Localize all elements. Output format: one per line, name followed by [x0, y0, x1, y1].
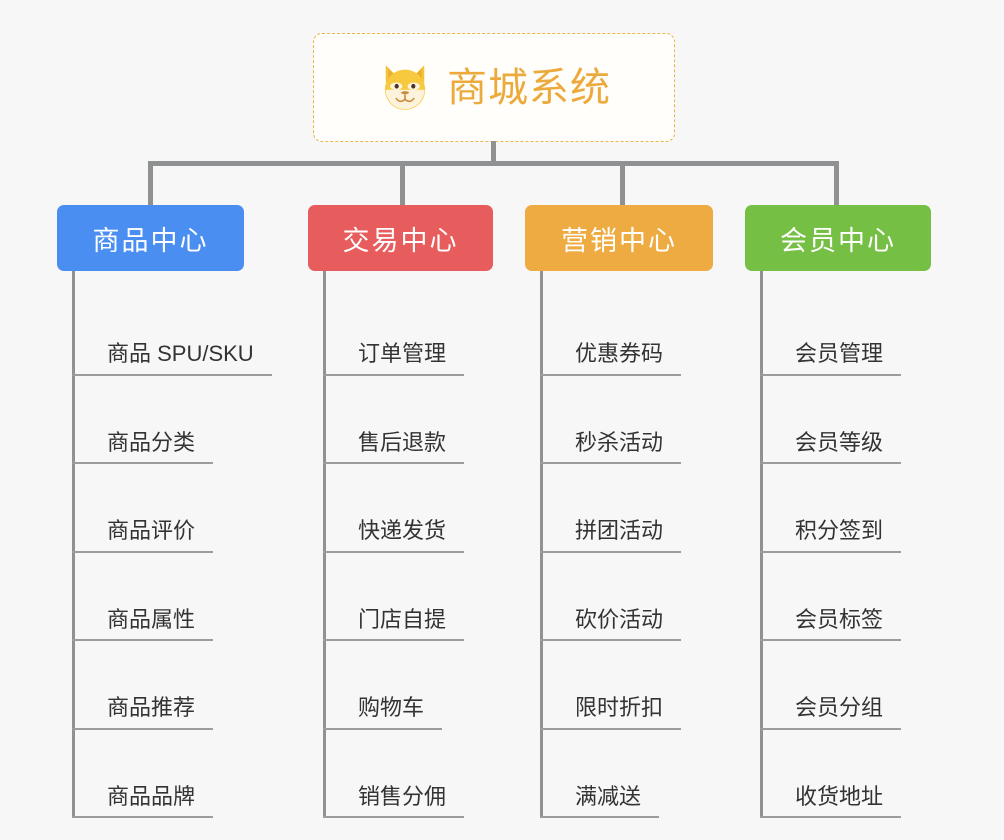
leaf-item-label: 满减送	[540, 784, 660, 818]
connector-drop-branch-3	[834, 161, 839, 205]
leaf-item-label: 积分签到	[760, 519, 902, 553]
connector-trunk-0	[72, 271, 75, 818]
connector-drop-branch-2	[620, 161, 625, 205]
branch-column-3: 会员中心会员管理会员等级积分签到会员标签会员分组收货地址	[745, 205, 931, 818]
leaf-item-label: 会员标签	[760, 607, 902, 641]
leaf-item[interactable]: 购物车	[323, 641, 493, 730]
leaf-item-label: 拼团活动	[540, 519, 682, 553]
leaf-item-label: 会员等级	[760, 430, 902, 464]
leaf-item[interactable]: 会员标签	[760, 553, 931, 641]
branch-header-0[interactable]: 商品中心	[57, 205, 244, 271]
branch-header-1[interactable]: 交易中心	[308, 205, 493, 271]
leaf-item[interactable]: 销售分佣	[323, 730, 493, 818]
leaf-item-label: 订单管理	[323, 342, 465, 376]
leaf-item-label: 售后退款	[323, 430, 465, 464]
leaf-item-label: 商品品牌	[72, 784, 214, 818]
leaf-item[interactable]: 会员分组	[760, 641, 931, 730]
leaf-item[interactable]: 门店自提	[323, 553, 493, 641]
leaf-item[interactable]: 商品推荐	[72, 641, 272, 730]
branch-items-2: 优惠券码秒杀活动拼团活动砍价活动限时折扣满减送	[525, 271, 713, 818]
leaf-item[interactable]: 积分签到	[760, 464, 931, 553]
leaf-item-label: 会员分组	[760, 696, 902, 730]
leaf-item-label: 秒杀活动	[540, 430, 682, 464]
leaf-item[interactable]: 优惠券码	[540, 287, 713, 376]
connector-trunk-1	[323, 271, 326, 818]
leaf-item[interactable]: 订单管理	[323, 287, 493, 376]
leaf-item[interactable]: 售后退款	[323, 376, 493, 464]
leaf-item[interactable]: 砍价活动	[540, 553, 713, 641]
connector-drop-branch-0	[148, 161, 153, 205]
leaf-item-label: 砍价活动	[540, 607, 682, 641]
branch-column-0: 商品中心商品 SPU/SKU 商品分类商品评价商品属性商品推荐商品品牌	[57, 205, 272, 818]
leaf-item[interactable]: 商品分类	[72, 376, 272, 464]
connector-horizontal-bus	[148, 161, 839, 166]
leaf-item-label: 门店自提	[323, 607, 465, 641]
connector-root-stem	[491, 141, 496, 165]
leaf-item[interactable]: 秒杀活动	[540, 376, 713, 464]
leaf-item-label: 商品分类	[72, 430, 214, 464]
root-node[interactable]: 商城系统	[313, 33, 675, 142]
connector-trunk-2	[540, 271, 543, 818]
leaf-item-label: 购物车	[323, 696, 443, 730]
connector-trunk-3	[760, 271, 763, 818]
leaf-item-label: 商品推荐	[72, 696, 214, 730]
branch-column-1: 交易中心订单管理售后退款快递发货门店自提购物车销售分佣	[308, 205, 493, 818]
branch-items-3: 会员管理会员等级积分签到会员标签会员分组收货地址	[745, 271, 931, 818]
connector-drop-branch-1	[400, 161, 405, 205]
root-title: 商城系统	[447, 65, 611, 110]
leaf-item[interactable]: 限时折扣	[540, 641, 713, 730]
leaf-item[interactable]: 满减送	[540, 730, 713, 818]
leaf-item-label: 收货地址	[760, 784, 902, 818]
leaf-item[interactable]: 商品评价	[72, 464, 272, 553]
leaf-item[interactable]: 商品品牌	[72, 730, 272, 818]
leaf-item[interactable]: 商品 SPU/SKU	[72, 287, 272, 376]
leaf-item-label: 限时折扣	[540, 696, 682, 730]
leaf-item[interactable]: 会员管理	[760, 287, 931, 376]
leaf-item-label: 商品属性	[72, 607, 214, 641]
shiba-dog-face-icon	[384, 64, 426, 110]
branch-header-3[interactable]: 会员中心	[745, 205, 931, 271]
leaf-item[interactable]: 拼团活动	[540, 464, 713, 553]
leaf-item[interactable]: 商品属性	[72, 553, 272, 641]
leaf-item-label: 销售分佣	[323, 784, 465, 818]
leaf-item-label: 快递发货	[323, 519, 465, 553]
branch-items-1: 订单管理售后退款快递发货门店自提购物车销售分佣	[308, 271, 493, 818]
branch-column-2: 营销中心优惠券码秒杀活动拼团活动砍价活动限时折扣满减送	[525, 205, 713, 818]
leaf-item[interactable]: 会员等级	[760, 376, 931, 464]
branch-items-0: 商品 SPU/SKU 商品分类商品评价商品属性商品推荐商品品牌	[57, 271, 272, 818]
leaf-item-label: 商品 SPU/SKU	[72, 342, 272, 376]
branch-header-2[interactable]: 营销中心	[525, 205, 713, 271]
leaf-item-label: 会员管理	[760, 342, 902, 376]
leaf-item[interactable]: 快递发货	[323, 464, 493, 553]
leaf-item-label: 优惠券码	[540, 342, 682, 376]
leaf-item-label: 商品评价	[72, 519, 214, 553]
leaf-item[interactable]: 收货地址	[760, 730, 931, 818]
